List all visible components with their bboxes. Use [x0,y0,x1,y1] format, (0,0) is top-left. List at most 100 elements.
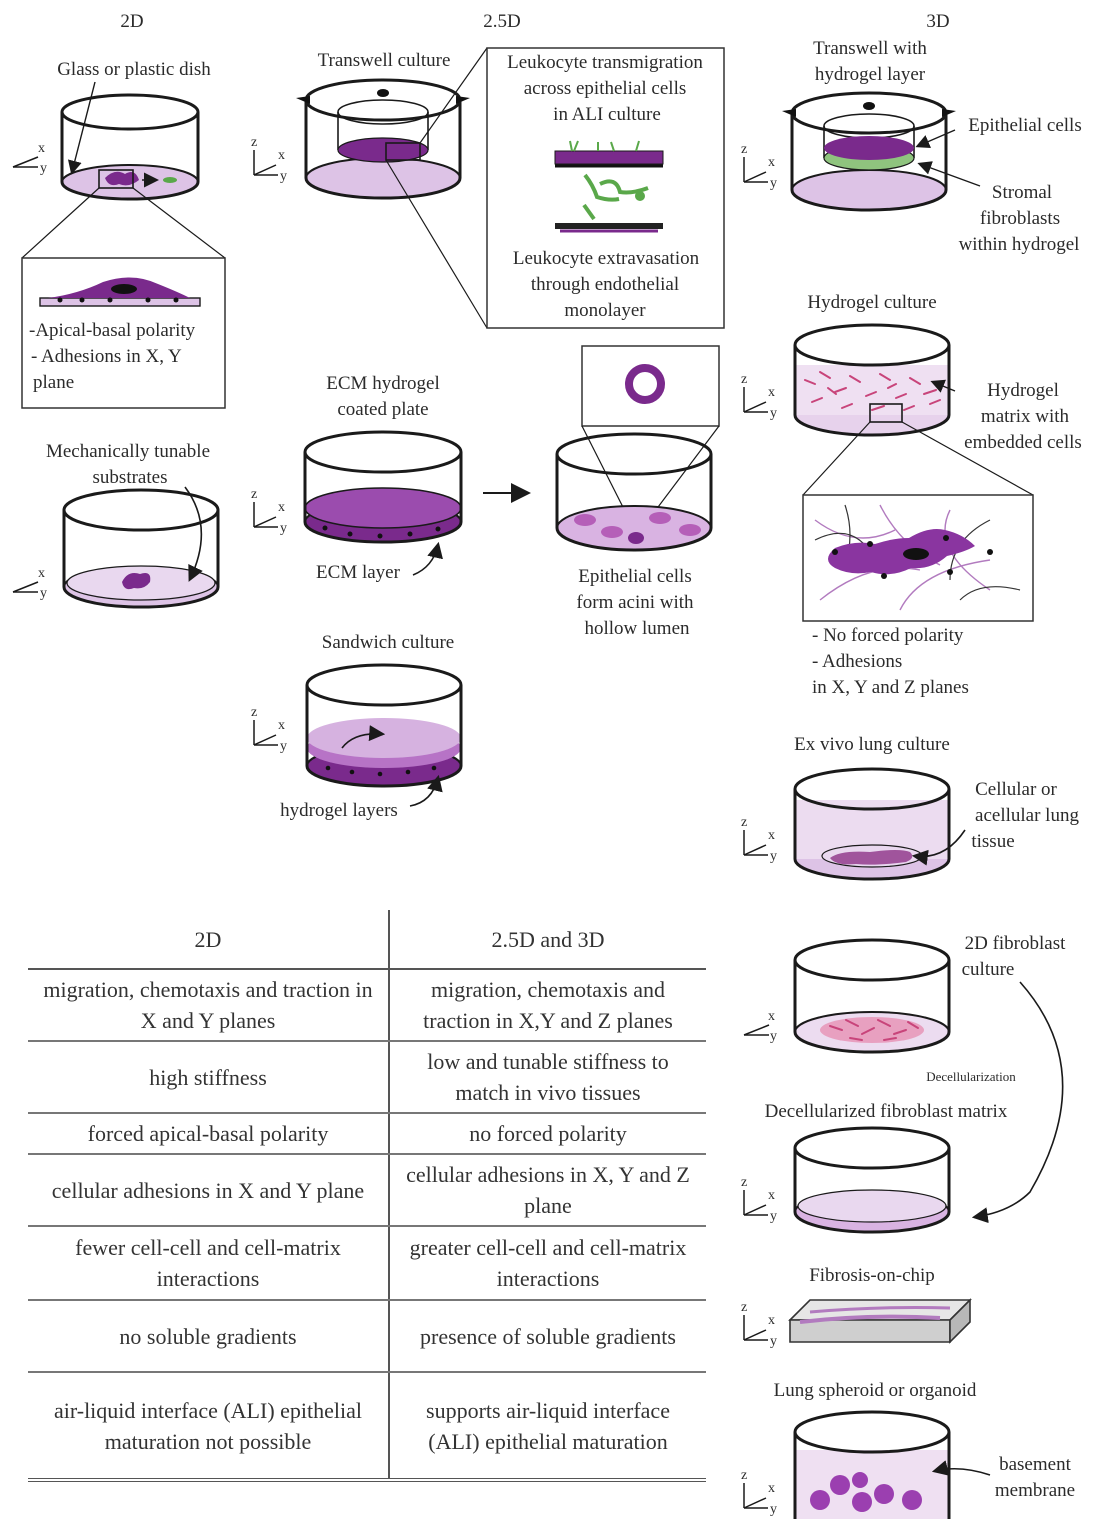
label-bm-2: membrane [995,1480,1075,1501]
axis-glyph-sandwich: z x y [251,705,287,754]
axis-x-label: x [768,385,775,400]
label-decell: Decellularization [926,1069,1016,1084]
axis-x-label: x [768,1009,775,1024]
axis-glyph-exvivo: z x y [741,815,777,864]
label-extra-1: Leukocyte extravasation [513,248,700,269]
table-cell-2d: forced apical-basal polarity [28,1113,389,1154]
label-ecm-layer: ECM layer [316,562,401,583]
axis-glyph-transwell: z x y [251,135,287,184]
label-stromal-3: within hydrogel [959,234,1080,255]
axis-glyph-chip: z x y [741,1300,777,1349]
label-mech-1: Mechanically tunable [46,441,210,462]
label-ecm-2: coated plate [337,399,428,420]
axis-y-label: y [280,169,287,184]
axis-z-label: z [741,1300,747,1315]
label-tw-hydro-1: Transwell with [813,38,927,59]
table-cell-3d: greater cell-cell and cell-matrix intera… [389,1226,706,1300]
inset-acinus [582,346,719,426]
ecm-coated-plate [305,432,461,542]
label-tissue-3: tissue [971,831,1014,852]
axis-glyph-hydrogel: z x y [741,372,777,421]
label-polarity-2: - Adhesions in X, Y [31,346,182,367]
axis-y-label: y [770,176,777,191]
table-cell-3d: low and tunable stiffness to match in vi… [389,1041,706,1113]
header-2-5d: 2.5D [483,11,520,32]
label-tissue-2: acellular lung [975,805,1079,826]
sandwich-dish [307,665,461,786]
label-transwell: Transwell culture [318,50,451,71]
axis-x-label: x [768,155,775,170]
label-matrix-2: matrix with [981,406,1070,427]
table-cell-2d: no soluble gradients [28,1300,389,1372]
table-cell-2d: fewer cell-cell and cell-matrix interact… [28,1226,389,1300]
label-matrix-1: Hydrogel [987,380,1059,401]
axis-y-label: y [770,849,777,864]
axis-z-label: z [741,1175,747,1190]
label-decell-matrix: Decellularized fibroblast matrix [765,1101,1008,1122]
table-cell-2d: high stiffness [28,1041,389,1113]
axis-y-label: y [770,1209,777,1224]
label-sandwich: Sandwich culture [322,632,454,653]
axis-y-label: y [770,1334,777,1349]
acini-dish [557,434,711,550]
table-header-2-5d-3d: 2.5D and 3D [389,910,706,969]
axis-y-label: y [40,161,47,176]
table-cell-3d: no forced polarity [389,1113,706,1154]
label-polarity-3: plane [33,372,74,393]
header-3d: 3D [926,11,949,32]
label-leuko-1: Leukocyte transmigration [507,52,703,73]
table-cell-2d: migration, chemotaxis and traction in X … [28,969,389,1041]
axis-glyph-decell: z x y [741,1175,777,1224]
label-fib2d-2: culture [962,959,1015,980]
table-row: cellular adhesions in X and Y plane cell… [28,1154,706,1226]
axis-z-label: z [251,487,257,502]
axis-glyph-2d-tunable: x y [13,566,47,601]
table-cell-3d: supports air-liquid interface (ALI) epit… [389,1372,706,1480]
table-cell-2d: cellular adhesions in X and Y plane [28,1154,389,1226]
label-nopol-1: - No forced polarity [812,625,964,646]
axis-x-label: x [278,718,285,733]
label-hydrogel-layers: hydrogel layers [280,800,398,821]
table-cell-2d: air-liquid interface (ALI) epithelial ma… [28,1372,389,1480]
comparison-table: 2D 2.5D and 3D migration, chemotaxis and… [28,910,706,1482]
label-ecm-1: ECM hydrogel [326,373,439,394]
hydrogel-culture-dish [795,325,949,435]
label-nopol-2: - Adhesions [812,651,902,672]
label-extra-3: monolayer [564,300,646,321]
label-tw-hydro-2: hydrogel layer [815,64,926,85]
label-chip: Fibrosis-on-chip [809,1265,935,1286]
axis-glyph-2d-glass: x y [13,141,47,176]
table-row: high stiffness low and tunable stiffness… [28,1041,706,1113]
axis-x-label: x [278,148,285,163]
table-header-row: 2D 2.5D and 3D [28,910,706,969]
label-acini-2: form acini with [576,592,694,613]
label-tissue-1: Cellular or [975,779,1057,800]
fibroblast-dish [795,940,949,1052]
axis-glyph-spheroid: z x y [741,1468,777,1517]
axis-z-label: z [741,142,747,157]
label-epithelial: Epithelial cells [968,115,1081,136]
label-extra-2: through endothelial [531,274,679,295]
axis-z-label: z [251,705,257,720]
axis-y-label: y [40,586,47,601]
axis-x-label: x [768,1313,775,1328]
axis-y-label: y [280,521,287,536]
table-row: air-liquid interface (ALI) epithelial ma… [28,1372,706,1480]
axis-x-label: x [38,566,45,581]
axis-z-label: z [741,372,747,387]
label-exvivo: Ex vivo lung culture [794,734,950,755]
axis-x-label: x [768,828,775,843]
axis-y-label: y [770,1029,777,1044]
axis-y-label: y [770,1502,777,1517]
label-fib2d-1: 2D fibroblast [965,933,1067,954]
label-leuko-2: across epithelial cells [524,78,687,99]
label-glass-dish: Glass or plastic dish [57,59,211,80]
label-mech-2: substrates [93,467,168,488]
label-nopol-3: in X, Y and Z planes [812,677,969,698]
spheroid-dish [795,1412,949,1519]
axis-y-label: y [280,739,287,754]
label-stromal-1: Stromal [992,182,1052,203]
fibrosis-chip [790,1300,970,1342]
label-hydrogel-culture: Hydrogel culture [807,292,936,313]
header-2d: 2D [120,11,143,32]
